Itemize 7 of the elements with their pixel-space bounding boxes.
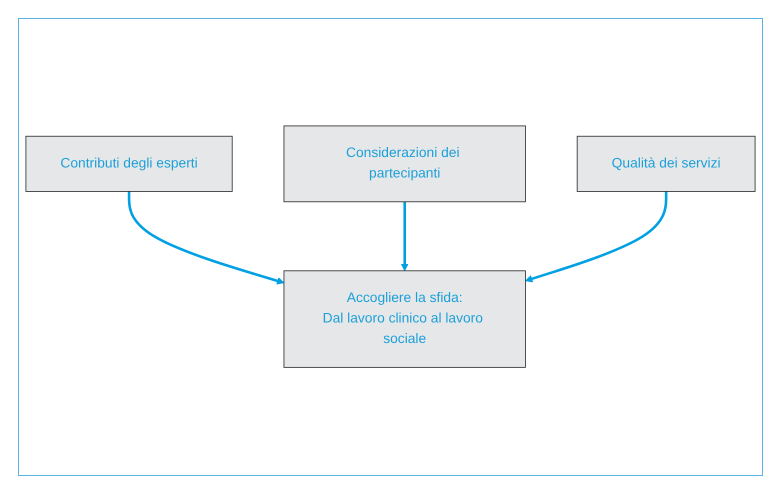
node-box: Considerazioni dei partecipanti	[284, 126, 526, 203]
node-box: Qualità dei servizi	[576, 136, 756, 192]
node-box: Accogliere la sfida: Dal lavoro clinico al lavoro sociale	[284, 270, 526, 368]
arrow	[400, 202, 408, 272]
node-box: Contributi degli esperti	[25, 136, 233, 192]
arrow	[128, 192, 284, 285]
arrow	[525, 192, 668, 283]
